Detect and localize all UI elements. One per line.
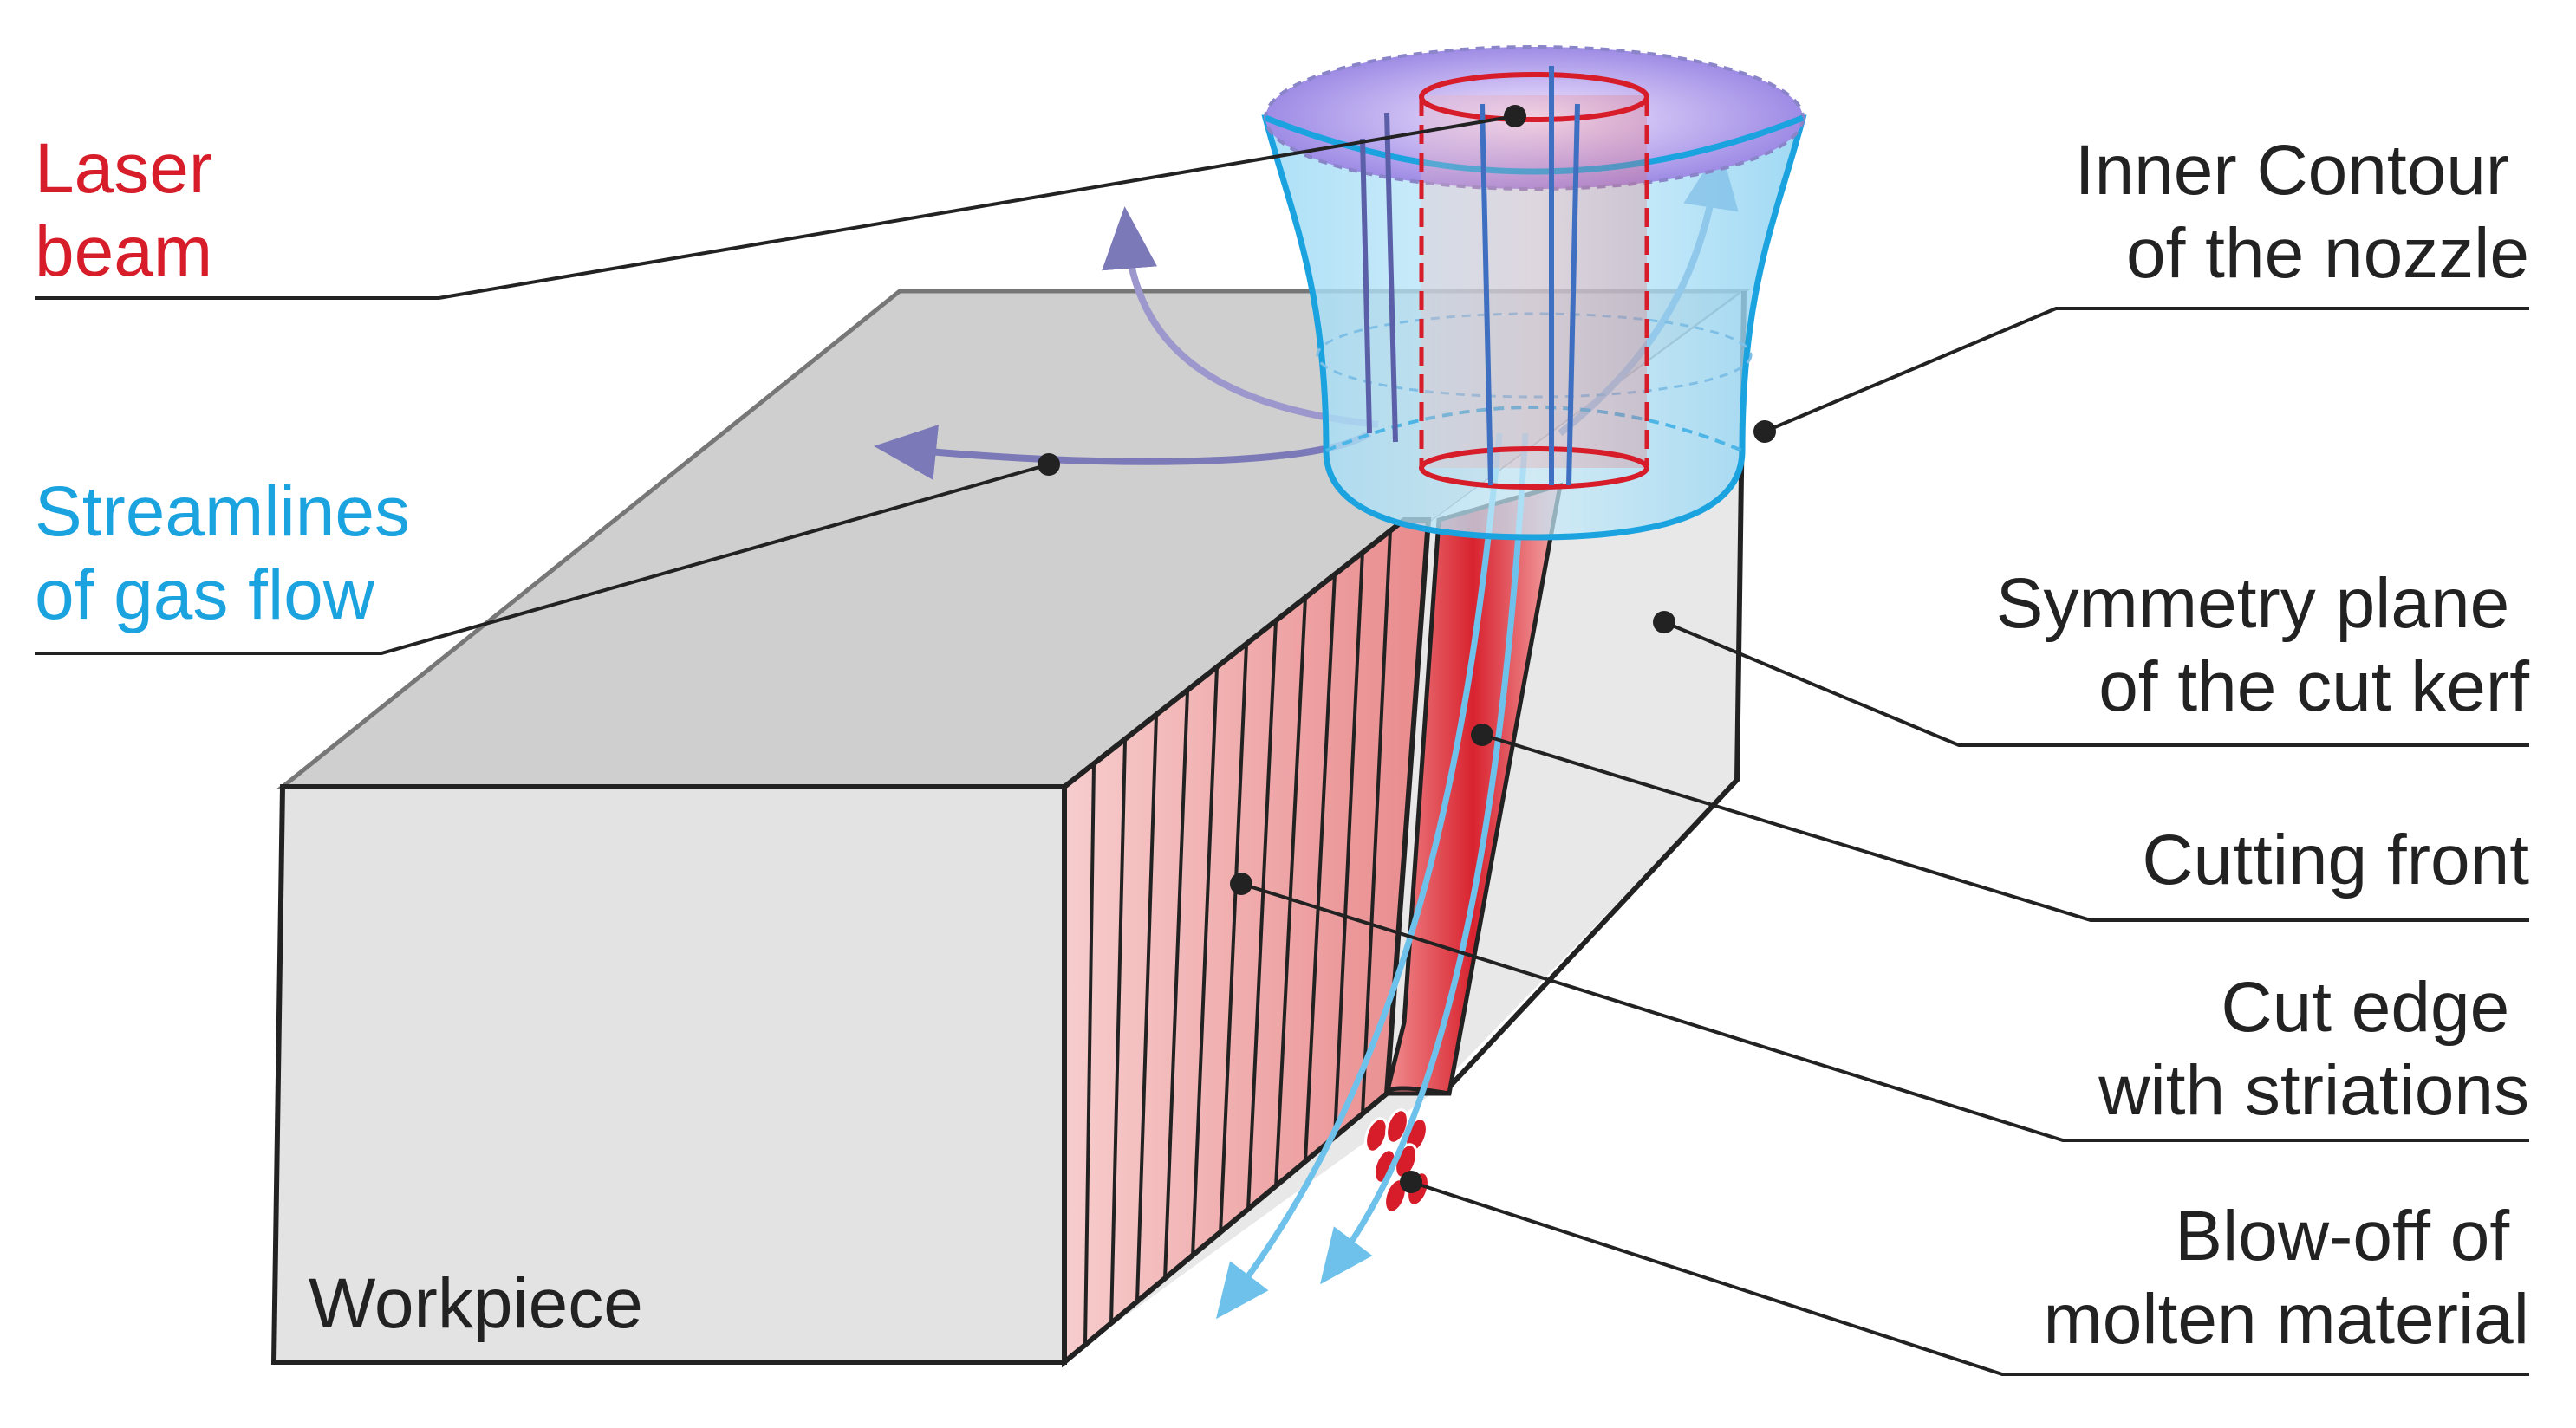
label-cut-edge: Cut edge with striations xyxy=(2098,968,2529,1130)
leader-inner-contour xyxy=(1764,307,2529,433)
laser-beam-cylinder xyxy=(1419,72,1649,490)
label-workpiece: Workpiece xyxy=(309,1264,643,1343)
leader-cut-edge xyxy=(1240,882,2529,1142)
label-inner-contour: Inner Contour of the nozzle xyxy=(2075,131,2529,293)
label-symmetry-plane: Symmetry plane of the cut kerf xyxy=(1996,564,2529,726)
leader-dots xyxy=(1038,105,1776,1193)
leader-laser-beam xyxy=(35,114,1516,300)
leader-symmetry-plane xyxy=(1663,620,2529,747)
leader-streamlines xyxy=(35,463,1050,655)
leader-lines xyxy=(35,114,2529,1376)
cut-edge-striations xyxy=(1062,517,1432,1368)
leader-blow-off xyxy=(1410,1180,2529,1376)
label-cutting-front: Cutting front xyxy=(2142,821,2529,899)
nozzle-internal-streamlines xyxy=(1360,66,1580,486)
label-streamlines: Streamlines of gas flow xyxy=(35,472,430,634)
label-laser-beam: Laser beam xyxy=(35,129,232,291)
label-blow-off: Blow-off of molten material xyxy=(2043,1197,2529,1359)
kerf-streamlines xyxy=(1215,432,1529,1320)
striation-lines xyxy=(1083,529,1392,1346)
kerf-bottom xyxy=(1384,1086,1450,1096)
leader-cutting-front xyxy=(1481,733,2529,922)
